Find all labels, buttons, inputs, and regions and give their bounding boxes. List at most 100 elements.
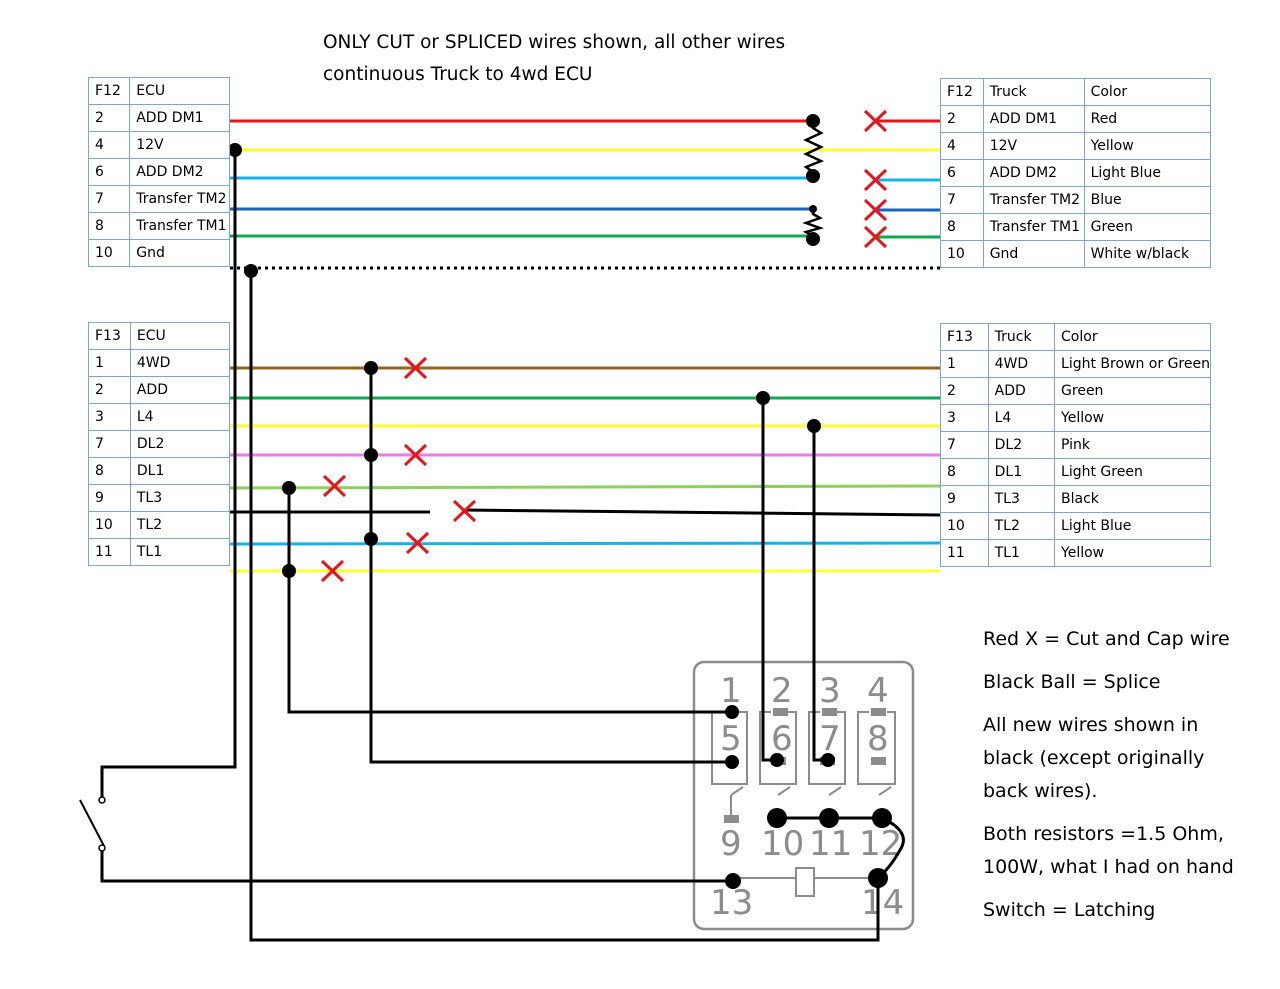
relay-connection-ball [868, 868, 888, 888]
table-cell: DL2 [129, 430, 231, 458]
cut-x-icon [403, 356, 428, 380]
splice-balls [228, 114, 892, 889]
splice-ball [806, 232, 820, 246]
table-cell: 10 [940, 512, 989, 540]
table-cell: L4 [987, 404, 1056, 432]
table-cell: ECU [129, 77, 230, 105]
table-cell: Gnd [129, 239, 230, 267]
relay-pin-5: 5 [720, 719, 742, 759]
table-cell: ADD DM1 [982, 105, 1085, 133]
splice-ball [228, 143, 242, 157]
table-cell: Blue [1083, 186, 1212, 214]
table-cell: 11 [88, 538, 131, 566]
resistor-1 [803, 121, 825, 178]
table-cell: DL1 [987, 458, 1056, 486]
table-cell: 10 [87, 239, 131, 267]
cut-x-icon [863, 168, 888, 192]
table-cell: TL3 [987, 485, 1056, 513]
relay-terminal-8 [871, 757, 886, 765]
splice-ball [364, 361, 378, 375]
relay-connection-ball [821, 753, 835, 767]
switch-terminal-top [98, 796, 106, 804]
table-cell: 7 [88, 430, 131, 458]
table-cell: 8 [940, 213, 984, 241]
table-cell: 3 [940, 404, 989, 432]
table-cell: ADD DM2 [982, 159, 1085, 187]
cut-x-icon [322, 474, 347, 498]
table-cell: F12 [940, 78, 984, 106]
splice-ball [282, 481, 296, 495]
splice-ball [244, 264, 258, 278]
table-header-row: F13 ECU [88, 322, 231, 350]
table-cell: L4 [129, 403, 231, 431]
relay-connection-ball [770, 753, 784, 767]
table-cell: TL2 [987, 512, 1056, 540]
resistor-2 [802, 209, 825, 238]
legend-black-ball: Black Ball = Splice [983, 671, 1161, 693]
splice-ball [806, 169, 820, 183]
splice-ball [364, 532, 378, 546]
switch-terminal-bottom [98, 844, 106, 852]
table-cell: White w/black [1083, 240, 1212, 268]
table-cell: 9 [88, 484, 131, 512]
note-line-2: continuous Truck to 4wd ECU [323, 64, 593, 85]
table-cell: 10 [940, 240, 984, 268]
table-cell: Pink [1054, 431, 1211, 459]
relay-connection-ball [725, 755, 739, 769]
table-cell: Gnd [982, 240, 1085, 268]
table-cell: 6 [940, 159, 984, 187]
table-cell: Transfer TM1 [982, 213, 1085, 241]
table-cell: Yellow [1054, 404, 1211, 432]
table-cell: Transfer TM2 [129, 185, 230, 213]
table-cell: Red [1083, 105, 1212, 133]
wire-12v-to-switch [100, 150, 237, 800]
table-cell: ADD [129, 376, 231, 404]
wire-4wd-to-relay-5 [369, 368, 732, 764]
table-cell: Light Blue [1083, 159, 1212, 187]
relay-pin-1: 1 [720, 671, 742, 711]
relay-pin-3: 3 [819, 671, 841, 711]
table-cell: Green [1054, 377, 1211, 405]
table-cell: 2 [88, 376, 131, 404]
relay-pin-14: 14 [861, 883, 904, 923]
legend-resistors-1: Both resistors =1.5 Ohm, [983, 823, 1224, 845]
table-cell: 2 [87, 104, 131, 132]
relay-terminal-9 [724, 815, 739, 823]
relay-connection-ball [725, 705, 739, 719]
table-cell: Yellow [1083, 132, 1212, 160]
relay-connection-ball [872, 808, 892, 828]
table-cell: 4WD [987, 350, 1056, 378]
splice-ball [807, 419, 821, 433]
cut-x-icon [863, 198, 888, 222]
table-cell: 4WD [129, 349, 231, 377]
relay-pin-4: 4 [867, 671, 889, 711]
cut-x-icon [452, 499, 477, 523]
table-cell: Transfer TM2 [982, 186, 1085, 214]
table-cell: 12V [982, 132, 1085, 160]
table-cell: F12 [87, 77, 131, 105]
table-cell: 4 [87, 131, 131, 159]
cut-x-icon [405, 531, 430, 555]
table-cell: ECU [129, 322, 231, 350]
table-cell: 7 [940, 186, 984, 214]
relay-body [692, 660, 915, 931]
table-cell: 11 [940, 539, 989, 567]
legend-resistors-2: 100W, what I had on hand [983, 856, 1234, 878]
wire-f13-tl2 [229, 541, 941, 546]
relay-pin-8: 8 [867, 719, 889, 759]
